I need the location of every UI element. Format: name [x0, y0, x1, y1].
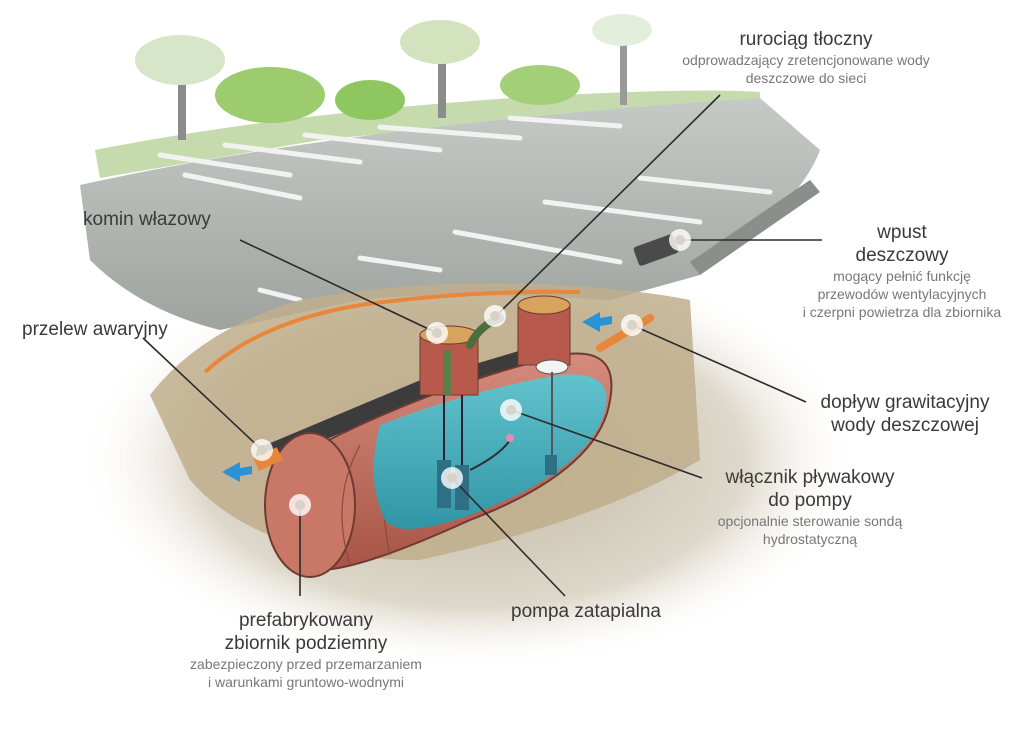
label-wpust-title-2: deszczowy: [855, 245, 949, 266]
label-zbiornik-title-2: zbiornik podziemny: [224, 633, 388, 654]
label-zbiornik-desc-1: zabezpieczony przed przemarzaniem: [190, 656, 422, 672]
float-switch: [535, 359, 569, 475]
label-wpust-title-1: wpust: [877, 222, 927, 243]
label-przelew: przelew awaryjny: [22, 318, 168, 341]
flow-arrows: [222, 312, 612, 482]
orange-liner: [203, 289, 581, 374]
parking-surface: [80, 98, 820, 330]
label-wlacznik-title-2: do pompy: [768, 490, 852, 511]
label-wlacznik: włącznik pływakowy do pompy opcjonalnie …: [690, 466, 930, 548]
marker-komin: [426, 322, 448, 344]
marker-wlacznik: [500, 399, 522, 421]
label-komin-title: komin włazowy: [83, 209, 211, 230]
marker-wpust: [669, 229, 691, 251]
label-zbiornik: prefabrykowany zbiornik podziemny zabezp…: [160, 609, 452, 691]
marker-zbiornik: [289, 494, 311, 516]
drain-grate: [633, 234, 679, 266]
callout-markers: [251, 229, 691, 516]
label-rurociag-desc-1: odprowadzający zretencjonowane wody: [682, 52, 930, 68]
label-rurociag-title: rurociąg tłoczny: [739, 29, 873, 50]
label-wlacznik-desc-1: opcjonalnie sterowanie sondą: [717, 513, 903, 529]
label-komin: komin włazowy: [83, 208, 211, 231]
label-zbiornik-title-1: prefabrykowany: [238, 610, 374, 631]
label-wpust-desc-2: przewodów wentylacyjnych: [817, 286, 987, 302]
label-przelew-title: przelew awaryjny: [22, 319, 168, 340]
parking-stripes: [157, 115, 773, 303]
label-pompa: pompa zatapialna: [511, 600, 661, 623]
label-wpust-desc-1: mogący pełnić funkcję: [833, 268, 971, 284]
label-doplyw-title-2: wody deszczowej: [831, 415, 979, 436]
trees: [135, 14, 652, 140]
marker-rurociag: [484, 305, 506, 327]
label-rurociag: rurociąg tłoczny odprowadzający zretencj…: [646, 28, 966, 87]
label-pompa-title: pompa zatapialna: [511, 601, 661, 622]
label-rurociag-desc-2: deszczowe do sieci: [745, 70, 867, 86]
curb: [690, 180, 820, 275]
marker-przelew: [251, 439, 273, 461]
label-zbiornik-desc-2: i warunkami gruntowo-wodnymi: [207, 674, 405, 690]
leader-lines: [142, 94, 822, 597]
label-wpust-desc-3: i czerpni powietrza dla zbiornika: [802, 304, 1002, 320]
label-wlacznik-desc-2: hydrostatyczną: [762, 531, 858, 547]
label-doplyw-title-1: dopływ grawitacyjny: [820, 392, 990, 413]
water-cutaway: [373, 374, 607, 529]
label-wlacznik-title-1: włącznik pływakowy: [725, 467, 895, 488]
label-wpust: wpust deszczowy mogący pełnić funkcję pr…: [784, 221, 1020, 321]
manhole-chimney-right: [517, 295, 571, 366]
marker-doplyw: [621, 314, 643, 336]
label-doplyw: dopływ grawitacyjny wody deszczowej: [800, 391, 1010, 437]
marker-pompa: [441, 467, 463, 489]
